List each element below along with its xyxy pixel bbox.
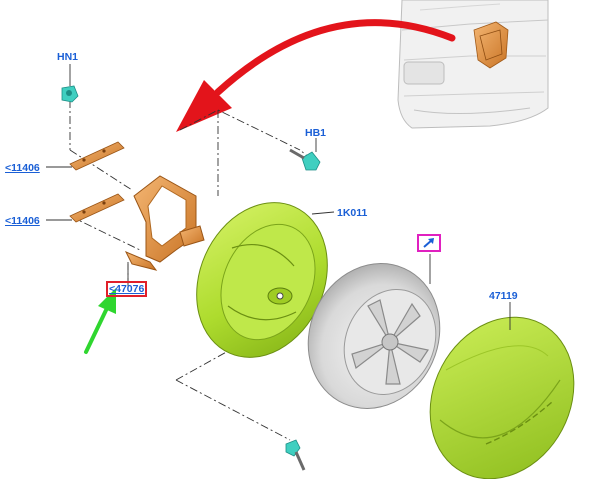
spacer-strip-upper (69, 141, 125, 171)
callout-box[interactable] (417, 234, 441, 252)
spare-wheel-bracket (124, 175, 205, 271)
callout-leaders (46, 64, 511, 330)
spacer-strip-lower (69, 193, 125, 223)
label-hb1: HB1 (305, 127, 327, 139)
nut-icon (61, 85, 79, 103)
vehicle-rear-view (397, 0, 549, 129)
label-1k011: 1K011 (337, 207, 368, 219)
label-hn1: HN1 (57, 51, 79, 63)
inner-wheel-cover (196, 202, 328, 358)
green-pointer-arrow-icon (84, 288, 116, 354)
label-11406-lower[interactable]: <11406 (5, 215, 40, 227)
spare-wheel-cover (429, 316, 575, 480)
bolt-icon (289, 148, 321, 171)
spare-tire (307, 263, 441, 409)
label-11406-upper[interactable]: <11406 (5, 162, 40, 174)
curved-red-arrow-icon (176, 19, 456, 132)
lower-bolt-icon (285, 439, 306, 471)
label-47076[interactable]: <47076 (105, 281, 148, 297)
diagonal-arrow-icon (423, 238, 434, 248)
label-47119: 47119 (489, 290, 518, 302)
